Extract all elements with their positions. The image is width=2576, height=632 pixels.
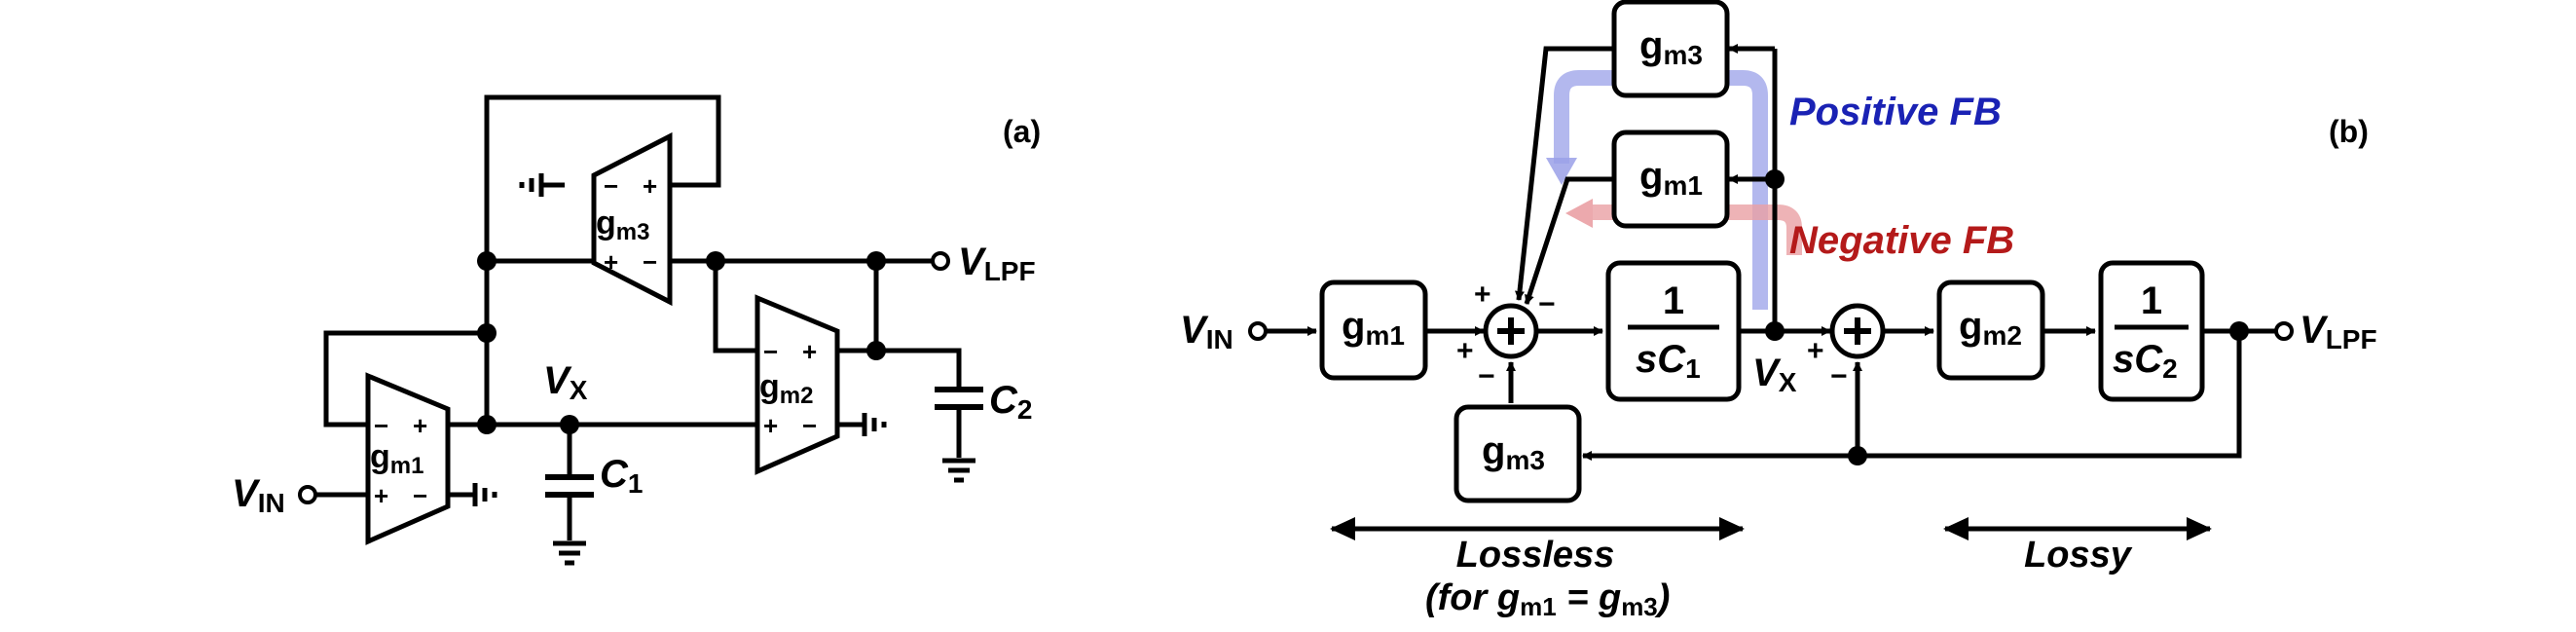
panel-label-b: (b) xyxy=(2329,114,2369,149)
wire-gm1-loop xyxy=(323,330,487,428)
negative-fb-arrowhead xyxy=(1565,199,1593,228)
block-integrator-2 xyxy=(2098,260,2205,402)
junction-dots-a xyxy=(477,251,886,434)
range-lossy-arrow xyxy=(1943,517,2212,540)
block-integrator-1 xyxy=(1605,260,1742,402)
gm3-plus-sign-2: + xyxy=(604,247,618,277)
label-vlpf-b: VLPF xyxy=(2300,309,2377,354)
ota-gm2 xyxy=(754,294,840,475)
gm3-minus-sign-2: − xyxy=(643,247,657,277)
label-gm2-a: gm2 xyxy=(759,368,813,409)
label-block-gm3-top: gm3 xyxy=(1639,24,1703,70)
block-gm2 xyxy=(1936,279,2045,381)
gm3-plus-sign: + xyxy=(643,171,657,201)
integrator-1-denominator: sC1 xyxy=(1636,338,1701,384)
label-block-gm1-input: gm1 xyxy=(1342,305,1405,351)
label-c2: C2 xyxy=(989,379,1032,425)
bias-ground-icon xyxy=(519,173,565,197)
gm2-plus-sign: + xyxy=(802,337,817,366)
range-lossless-arrow xyxy=(1330,517,1745,540)
gm2-minus-sign: − xyxy=(763,337,778,366)
summer-2 xyxy=(1829,303,1886,359)
block-gm3-top xyxy=(1611,0,1730,98)
sum1-plus-top: + xyxy=(1474,279,1491,311)
bias-ground-icon xyxy=(472,483,497,506)
bias-ground-icon xyxy=(862,413,887,436)
ground-icon xyxy=(942,458,975,483)
terminal-vlpf-a xyxy=(931,251,950,271)
label-lossy: Lossy xyxy=(2024,535,2133,576)
gm3-minus-sign: − xyxy=(604,171,618,201)
panel-b-wires xyxy=(1266,44,2276,461)
summer-1 xyxy=(1483,303,1539,359)
block-gm3-bottom xyxy=(1454,404,1582,503)
terminal-vin-a xyxy=(298,485,317,504)
sum1-minus-right: − xyxy=(1538,288,1556,320)
label-vx-a: VX xyxy=(543,359,588,405)
terminal-vlpf-b xyxy=(2274,321,2294,341)
capacitor-c2 xyxy=(935,387,983,410)
label-gm3-a: gm3 xyxy=(596,204,649,245)
label-block-gm2: gm2 xyxy=(1959,305,2022,351)
integrator-2-numerator: 1 xyxy=(2141,279,2162,322)
label-block-gm3-bottom: gm3 xyxy=(1482,429,1545,475)
wire-gm2-minus xyxy=(713,261,757,353)
junction-dots-b xyxy=(1765,169,2249,465)
label-positive-fb: Positive FB xyxy=(1789,91,2002,133)
gm1-minus-sign: − xyxy=(374,411,388,440)
panel-label-a: (a) xyxy=(1003,114,1041,149)
ota-gm1 xyxy=(365,372,451,545)
label-c1: C1 xyxy=(600,453,643,499)
ota-gm3 xyxy=(591,131,673,307)
sum2-minus-bottom: − xyxy=(1830,360,1848,392)
label-block-gm1-feedback: gm1 xyxy=(1639,155,1703,201)
label-gm1-a: gm1 xyxy=(370,438,423,479)
gm1-minus-sign-2: − xyxy=(413,481,427,510)
ground-icon xyxy=(553,540,586,566)
sum2-plus-left: + xyxy=(1807,335,1824,367)
sum1-minus-bottom: − xyxy=(1478,360,1495,392)
label-vlpf-a: VLPF xyxy=(958,241,1036,286)
gm2-plus-sign-2: + xyxy=(763,411,778,440)
positive-fb-arrowhead xyxy=(1546,158,1577,185)
gm1-plus-sign-2: + xyxy=(374,481,388,510)
label-vin-a: VIN xyxy=(232,472,285,518)
block-gm1-input xyxy=(1319,279,1428,381)
label-vin-b: VIN xyxy=(1180,309,1233,354)
label-negative-fb: Negative FB xyxy=(1789,219,2014,262)
gm1-plus-sign: + xyxy=(413,411,427,440)
label-lossless: Lossless xyxy=(1456,535,1615,576)
gm2-minus-sign-2: − xyxy=(802,411,817,440)
panel-b-blocks xyxy=(1319,0,2205,503)
wire-gm2-out xyxy=(873,261,962,390)
capacitor-c1 xyxy=(545,474,594,498)
block-gm1-feedback xyxy=(1611,130,1730,229)
label-vx-b: VX xyxy=(1752,352,1797,397)
integrator-2-denominator: sC2 xyxy=(2113,338,2178,384)
label-lossless-note: (for gm1 = gm3) xyxy=(1425,577,1670,621)
terminal-vin-b xyxy=(1248,321,1268,341)
wire-gm3-loop xyxy=(484,94,721,261)
integrator-1-numerator: 1 xyxy=(1663,279,1684,322)
negative-fb-arrow xyxy=(1593,204,1802,255)
sum1-plus-left: + xyxy=(1456,335,1474,367)
